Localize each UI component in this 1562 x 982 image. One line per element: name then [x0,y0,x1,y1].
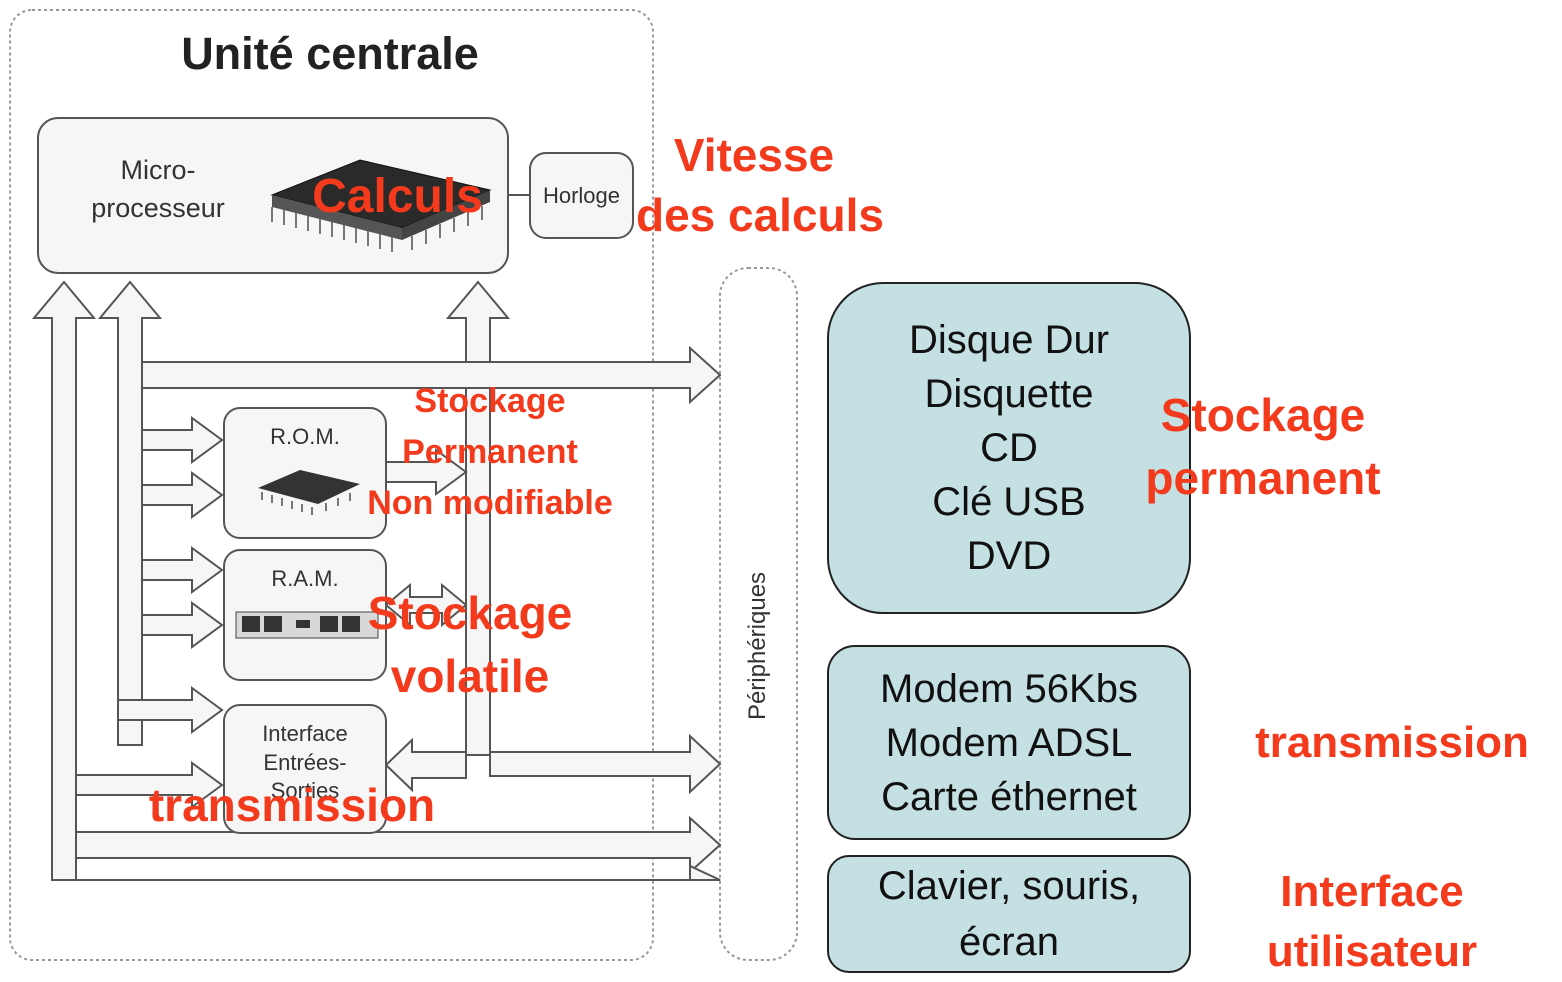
storage-item: Disque Dur [908,318,1110,362]
bus-right-arrow-bottom-2 [52,864,721,881]
bus-right-arrow-io [489,733,722,795]
io-label-line-3: Sorties [270,778,340,804]
network-item: Modem ADSL [885,720,1133,765]
central-unit-frame [9,9,654,961]
rom-arrow-2 [141,471,224,519]
peripherals-label: Périphériques [744,571,771,721]
io-label-line-1: Interface [262,721,348,746]
annotation-stockage-ram: Stockage volatile [340,582,600,709]
io-arrow-1 [117,686,224,734]
ram-arrow-1 [141,546,224,594]
annotation-interface-utilisateur-line-2: utilisateur [1266,926,1478,976]
user-device-item: Clavier, souris, [877,864,1141,908]
annotation-stockage-rom: Stockage Permanent Non modifiable [330,376,650,529]
network-item: Carte éthernet [881,774,1137,819]
io-label-line-2: Entrées- [263,749,347,775]
processor-label-line-2: processeur [91,192,225,223]
cpu-chip-icon [270,159,492,252]
annotation-transmission-right: transmission [1255,718,1529,767]
ram-arrow-2 [141,601,224,649]
network-devices-box: Modem 56Kbs Modem ADSL Carte éthernet [827,645,1191,840]
io-bidirectional-arrow [384,737,467,793]
storage-item: Clé USB [932,480,1086,524]
storage-item: DVD [966,534,1052,578]
io-arrow-2 [75,761,224,809]
annotation-stockage-rom-line-1: Stockage [414,382,566,420]
rom-out-arrow [385,448,468,496]
storage-item: CD [980,426,1038,470]
clock-label: Horloge [542,183,621,208]
storage-devices-box: Disque Dur Disquette CD Clé USB DVD [827,282,1191,614]
storage-item: Disquette [924,372,1094,416]
network-item: Modem 56Kbs [880,666,1138,711]
annotation-stockage-rom-line-2: Permanent [402,433,578,471]
annotation-stockage-permanent: Stockage permanent [1118,384,1408,509]
clock-box [529,152,634,239]
bus-right-arrow-top [141,345,722,405]
central-unit-title: Unité centrale [181,28,479,79]
processor-label: Micro- processeur [58,152,258,228]
annotation-vitesse-line-1: Vitesse [673,129,835,181]
annotation-stockage-ram-line-2: volatile [390,650,550,703]
io-box [223,704,387,834]
bus-up-arrow-3 [445,280,511,756]
annotation-vitesse-line-2: des calculs [635,188,885,241]
bus-up-arrow-2 [97,280,163,746]
annotation-interface-utilisateur: Interface utilisateur [1222,862,1522,982]
ram-label: R.A.M. [271,566,339,591]
io-label: Interface Entrées- Sorties [224,720,386,806]
ram-bidirectional-arrow [384,582,468,628]
processor-label-line-1: Micro- [120,155,196,185]
bus-right-arrow-bottom-1 [75,815,722,875]
rom-arrow-1 [141,416,224,464]
annotation-vitesse: Vitesse des calculs [610,126,910,246]
annotation-stockage-ram-line-1: Stockage [367,587,573,639]
annotation-stockage-rom-line-3: Non modifiable [367,484,613,522]
annotation-interface-utilisateur-line-1: Interface [1280,867,1464,916]
ram-stick-icon [235,611,379,639]
user-devices-box: Clavier, souris, écran [827,855,1191,973]
rom-chip-icon [258,470,360,515]
annotation-transmission-io: transmission [148,779,436,831]
annotation-stockage-permanent-line-2: permanent [1145,451,1381,504]
bus-arrows [31,280,722,881]
annotation-stockage-permanent-line-1: Stockage [1160,389,1366,441]
user-device-item: écran [958,920,1060,964]
annotation-calculs: Calculs [312,170,483,223]
rom-label: R.O.M. [270,424,340,449]
